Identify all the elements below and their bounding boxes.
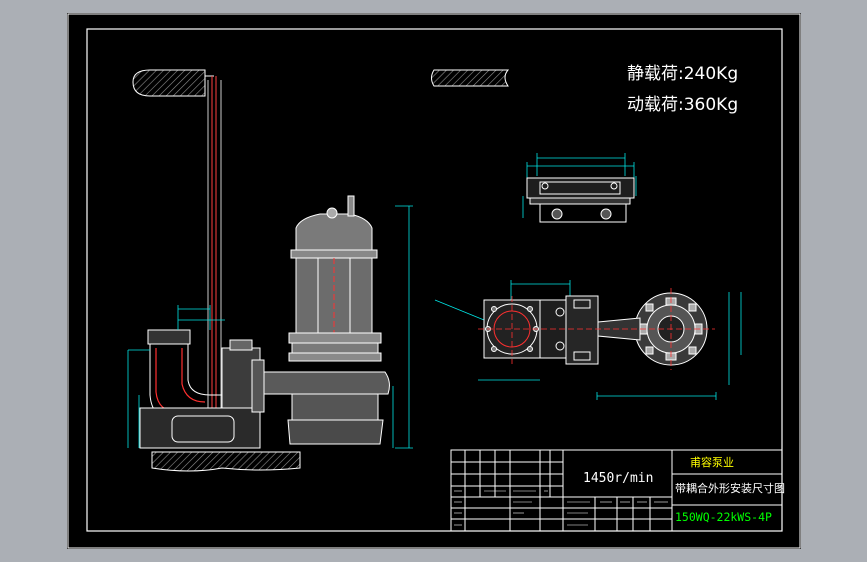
static-load-label: 静载荷:240Kg [627, 64, 738, 84]
cover-plate [431, 69, 510, 87]
base-plate-view [522, 153, 637, 223]
outer-border [67, 13, 801, 549]
company-label: 甫容泵业 [690, 455, 734, 469]
drawing-title-label: 带耦合外形安装尺寸图 [675, 481, 785, 495]
speed-label: 1450r/min [583, 471, 653, 486]
model-label: 150WQ-22kWS-4P [675, 510, 772, 524]
pump-side-view [261, 195, 390, 445]
dimension-lines-side [127, 205, 413, 449]
discharge-elbow [139, 329, 265, 449]
pump-plan-view [434, 280, 742, 400]
inner-border [86, 28, 783, 532]
guide-rail-bracket [132, 69, 222, 440]
dynamic-load-label: 动载荷:360Kg [627, 95, 738, 115]
foundation [151, 451, 301, 472]
title-block [450, 449, 783, 532]
